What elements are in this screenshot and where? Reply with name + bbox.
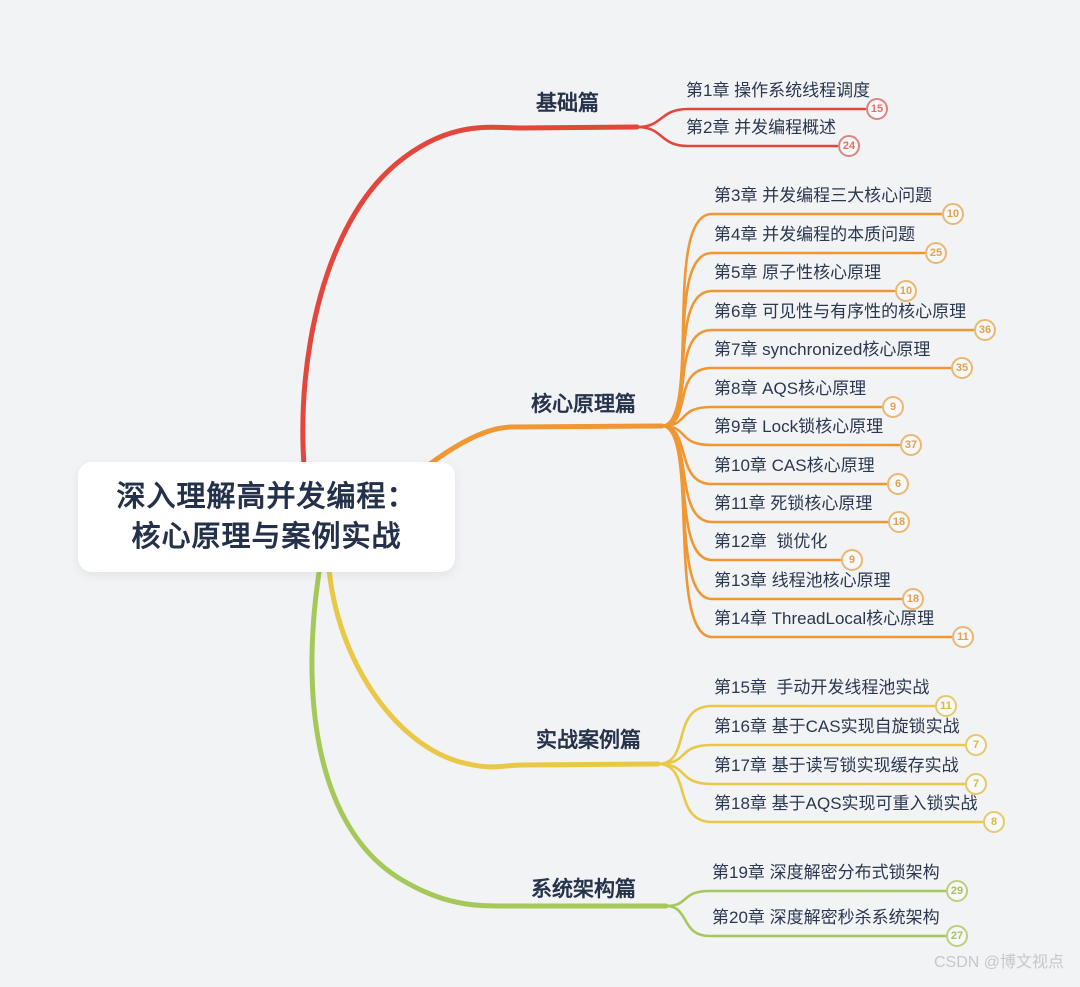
chapter-node-15: 第15章 手动开发线程池实战 (714, 678, 930, 697)
chapter-node-13: 第13章 线程池核心原理 (714, 571, 891, 590)
count-badge-6: 36 (974, 319, 996, 341)
chapter-node-14: 第14章 ThreadLocal核心原理 (714, 609, 935, 628)
chapter-node-4: 第4章 并发编程的本质问题 (714, 225, 916, 244)
count-badge-4: 25 (925, 242, 947, 264)
root-title-line1: 深入理解高并发编程： (116, 481, 417, 513)
csdn-watermark: CSDN @博文视点 (933, 954, 1064, 971)
count-badge-15: 11 (935, 695, 957, 717)
chapter-node-10: 第10章 CAS核心原理 (714, 456, 875, 475)
count-badge-20: 27 (946, 925, 968, 947)
count-badge-17: 7 (965, 773, 987, 795)
chapter-line-16 (656, 743, 966, 766)
branch-curve-system-architecture (309, 551, 669, 909)
chapter-node-6: 第6章 可见性与有序性的核心原理 (714, 302, 967, 321)
chapter-node-17: 第17章 基于读写锁实现缓存实战 (714, 756, 959, 775)
chapter-node-20: 第20章 深度解密秒杀系统架构 (712, 908, 940, 927)
chapter-node-9: 第9章 Lock锁核心原理 (714, 417, 884, 436)
chapter-node-12: 第12章 锁优化 (714, 532, 828, 551)
mindmap-root-node: 深入理解高并发编程： 核心原理与案例实战 (78, 462, 455, 572)
count-badge-1: 15 (866, 98, 888, 120)
chapter-node-1: 第1章 操作系统线程调度 (686, 81, 871, 100)
branch-label-practice-cases: 实战案例篇 (536, 729, 641, 752)
count-badge-18: 8 (983, 811, 1005, 833)
chapter-node-7: 第7章 synchronized核心原理 (714, 340, 931, 359)
count-badge-10: 6 (887, 473, 909, 495)
count-badge-5: 10 (895, 280, 917, 302)
chapter-line-7 (660, 366, 952, 428)
chapter-line-15 (656, 704, 936, 766)
chapter-line-6 (660, 328, 975, 428)
count-badge-3: 10 (942, 203, 964, 225)
count-badge-13: 18 (902, 588, 924, 610)
branch-label-core-principles: 核心原理篇 (531, 393, 636, 416)
chapter-line-19 (664, 889, 947, 908)
branch-curve-basics (300, 124, 640, 555)
count-badge-9: 37 (900, 434, 922, 456)
chapter-node-3: 第3章 并发编程三大核心问题 (714, 186, 933, 205)
chapter-node-11: 第11章 死锁核心原理 (714, 494, 873, 513)
chapter-line-14 (660, 424, 953, 639)
count-badge-19: 29 (946, 880, 968, 902)
chapter-node-5: 第5章 原子性核心原理 (714, 263, 882, 282)
count-badge-14: 11 (952, 626, 974, 648)
count-badge-11: 18 (888, 511, 910, 533)
chapter-line-18 (656, 762, 984, 824)
chapter-node-2: 第2章 并发编程概述 (686, 118, 837, 137)
count-badge-8: 9 (882, 396, 904, 418)
chapter-line-8 (660, 405, 883, 428)
chapter-node-18: 第18章 基于AQS实现可重入锁实战 (714, 794, 978, 813)
root-title-line2: 核心原理与案例实战 (131, 521, 402, 553)
count-badge-2: 24 (838, 135, 860, 157)
chapter-node-19: 第19章 深度解密分布式锁架构 (712, 863, 940, 882)
branch-curve-practice-cases (325, 551, 661, 770)
chapter-line-20 (664, 904, 947, 938)
chapter-line-2 (635, 125, 839, 148)
chapter-node-8: 第8章 AQS核心原理 (714, 379, 867, 398)
count-badge-16: 7 (965, 734, 987, 756)
count-badge-12: 9 (841, 549, 863, 571)
count-badge-7: 35 (951, 357, 973, 379)
branch-label-basics: 基础篇 (536, 92, 599, 115)
branch-label-system-architecture: 系统架构篇 (531, 878, 636, 901)
chapter-node-16: 第16章 基于CAS实现自旋锁实战 (714, 717, 960, 736)
